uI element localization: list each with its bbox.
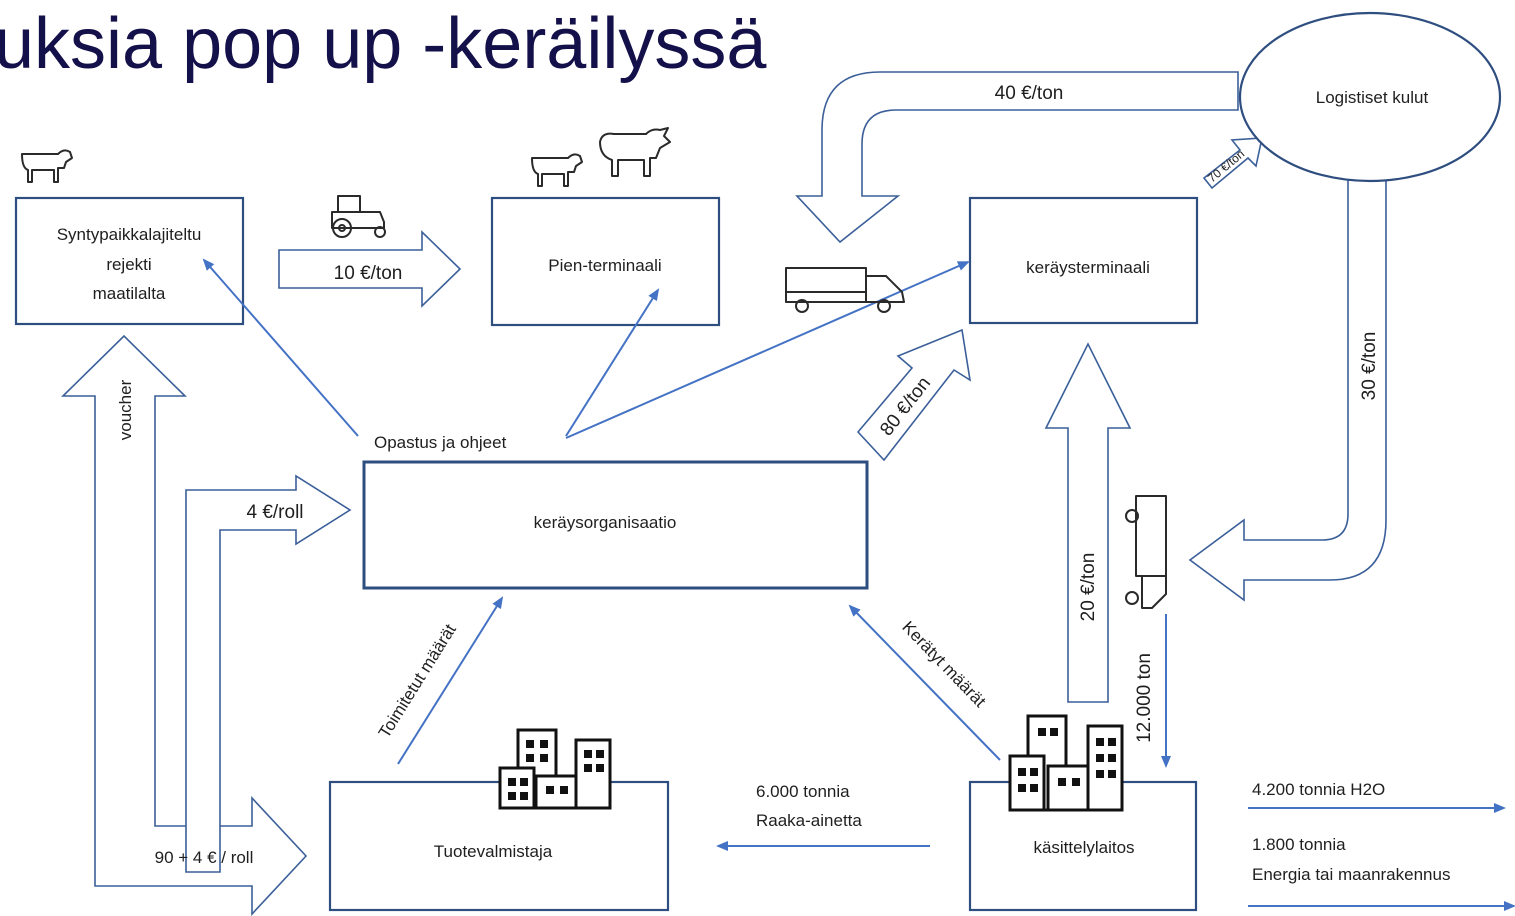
tonnage-label: 12.000 ton [1134, 653, 1155, 743]
logistics-label: Logistiset kulut [1316, 88, 1429, 107]
energy-label-1: 1.800 tonnia [1252, 835, 1346, 854]
truck-icon [1125, 495, 1167, 609]
tractor-icon [331, 195, 386, 238]
page-title: uksia pop up -keräilyssä [0, 4, 767, 84]
guidance-line-origin [202, 258, 359, 437]
organisation-label: keräysorganisaatio [534, 513, 677, 532]
collected-line [848, 604, 1001, 761]
origin-label-1: Syntypaikkalajiteltu [57, 225, 202, 244]
logistics-cost-arrow [1202, 137, 1264, 190]
collected-label: Kerätyt määrät [898, 617, 989, 711]
logistics-cost-label: 70 €/ton [1205, 147, 1247, 186]
origin-label-2: rejekti [106, 255, 151, 274]
raw-material-label-1: 6.000 tonnia [756, 782, 850, 801]
origin-label-3: maatilalta [93, 284, 166, 303]
plant-cost-arrow [1044, 342, 1132, 703]
energy-label-2: Energia tai maanrakennus [1252, 865, 1450, 884]
small-terminal-label: Pien-terminaali [548, 256, 661, 275]
organisation-box [362, 460, 869, 590]
building-icon [1008, 714, 1124, 812]
building-icon [498, 728, 612, 810]
roll-price-arrow [185, 474, 352, 873]
cow-icon [21, 149, 73, 183]
org-cost-arrow [856, 328, 972, 462]
truck-icon [785, 267, 905, 313]
guidance-label: Opastus ja ohjeet [374, 433, 507, 452]
water-label: 4.200 tonnia H2O [1252, 780, 1385, 799]
raw-material-label-2: Raaka-ainetta [756, 811, 862, 830]
plant-cost-label: 20 €/ton [1078, 553, 1099, 622]
logistics-ellipse [1238, 11, 1502, 183]
manufacturer-label: Tuotevalmistaja [434, 842, 553, 861]
roll-total-label: 90 + 4 € / roll [155, 848, 254, 867]
small-terminal-box [490, 196, 721, 327]
tractor-cost-label: 10 €/ton [334, 263, 403, 284]
delivered-line [397, 596, 504, 765]
return-cost-arrow [795, 71, 1239, 244]
logistics-return-arrow [1188, 179, 1387, 602]
guidance-line-small [565, 288, 660, 437]
roll-price-label: 4 €/roll [246, 502, 303, 523]
logistics-return-label: 30 €/ton [1359, 332, 1380, 401]
plant-label: käsittelylaitos [1033, 838, 1134, 857]
collection-terminal-box [968, 196, 1199, 325]
cow-icon [531, 153, 583, 187]
voucher-label: voucher [116, 379, 135, 440]
collection-terminal-label: keräysterminaali [1026, 258, 1150, 277]
voucher-arrow [61, 334, 308, 916]
return-cost-label: 40 €/ton [995, 83, 1064, 104]
delivered-label: Toimitetut määrät [375, 621, 460, 742]
tractor-cost-arrow [278, 230, 462, 308]
bull-icon [599, 127, 671, 177]
